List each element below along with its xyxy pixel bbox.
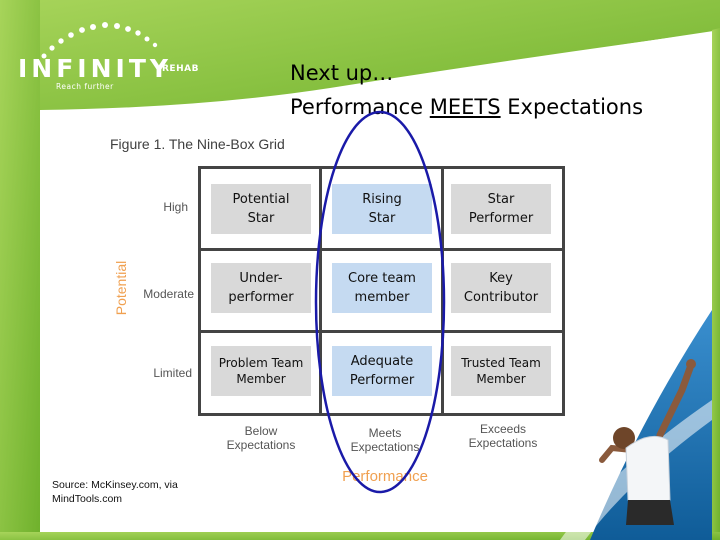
cell-text: Trusted Team: [461, 356, 541, 370]
logo-subtext: REHAB: [162, 64, 199, 74]
cell-text: Member: [476, 372, 526, 386]
runner-figure: [599, 359, 696, 525]
col-label-text: Below: [244, 424, 278, 438]
cell-text: Potential: [232, 192, 290, 207]
cell-text: Key: [489, 271, 513, 286]
cell-text: Member: [236, 372, 286, 386]
cell-text: Adequate: [350, 354, 414, 369]
grid-line: [198, 248, 565, 251]
row-label-high: High: [163, 200, 188, 214]
slide-title-line1: Next up…: [290, 61, 394, 85]
col-label-text: Meets: [368, 426, 402, 440]
slide-title: Next up… Performance MEETS Expectations: [290, 56, 643, 124]
cell-core-team-member: Core team member: [332, 263, 432, 313]
cell-text: Contributor: [463, 290, 539, 305]
figure-title: Figure 1. The Nine-Box Grid: [110, 136, 285, 152]
col-label-text: Exceeds: [479, 422, 527, 436]
cell-text: Rising: [362, 192, 402, 207]
col-label-text: Expectations: [350, 440, 420, 454]
grid-line: [562, 166, 565, 416]
col-label-text: Expectations: [468, 436, 538, 450]
source-line: MindTools.com: [52, 493, 123, 505]
title-suffix: Expectations: [500, 95, 644, 119]
cell-text: Star: [247, 211, 275, 226]
cell-text: Star: [487, 192, 515, 207]
cell-text: Star: [368, 211, 396, 226]
row-label-limited: Limited: [153, 366, 192, 380]
cell-text: performer: [228, 290, 294, 305]
cell-text: Performer: [349, 373, 415, 388]
title-prefix: Performance: [290, 95, 430, 119]
source-line: Source: McKinsey.com, via: [52, 479, 178, 491]
grid-line: [198, 166, 201, 416]
x-axis-label: Performance: [342, 468, 428, 485]
col-label-text: Expectations: [226, 438, 296, 452]
cell-text: member: [354, 290, 410, 305]
cell-text: Problem Team: [218, 356, 304, 370]
grid-line: [198, 413, 565, 416]
source-note: Source: McKinsey.com, via MindTools.com: [52, 478, 178, 506]
logo-tagline: Reach further: [56, 82, 114, 91]
cell-text: Under-: [239, 271, 283, 286]
title-emphasis: MEETS: [429, 95, 501, 119]
grid-line: [441, 166, 444, 416]
grid-line: [319, 166, 322, 416]
cell-text: Performer: [468, 211, 534, 226]
grid-line: [198, 330, 565, 333]
row-label-moderate: Moderate: [143, 287, 194, 301]
dotted-arc-icon: [41, 22, 158, 59]
grid-line: [198, 166, 565, 169]
cell-text: Core team: [348, 271, 416, 286]
logo-wordmark: INFINITY: [18, 54, 172, 83]
slide-title-line2: Performance MEETS Expectations: [290, 90, 643, 124]
cell-underperformer: Under-performer: [211, 263, 311, 313]
